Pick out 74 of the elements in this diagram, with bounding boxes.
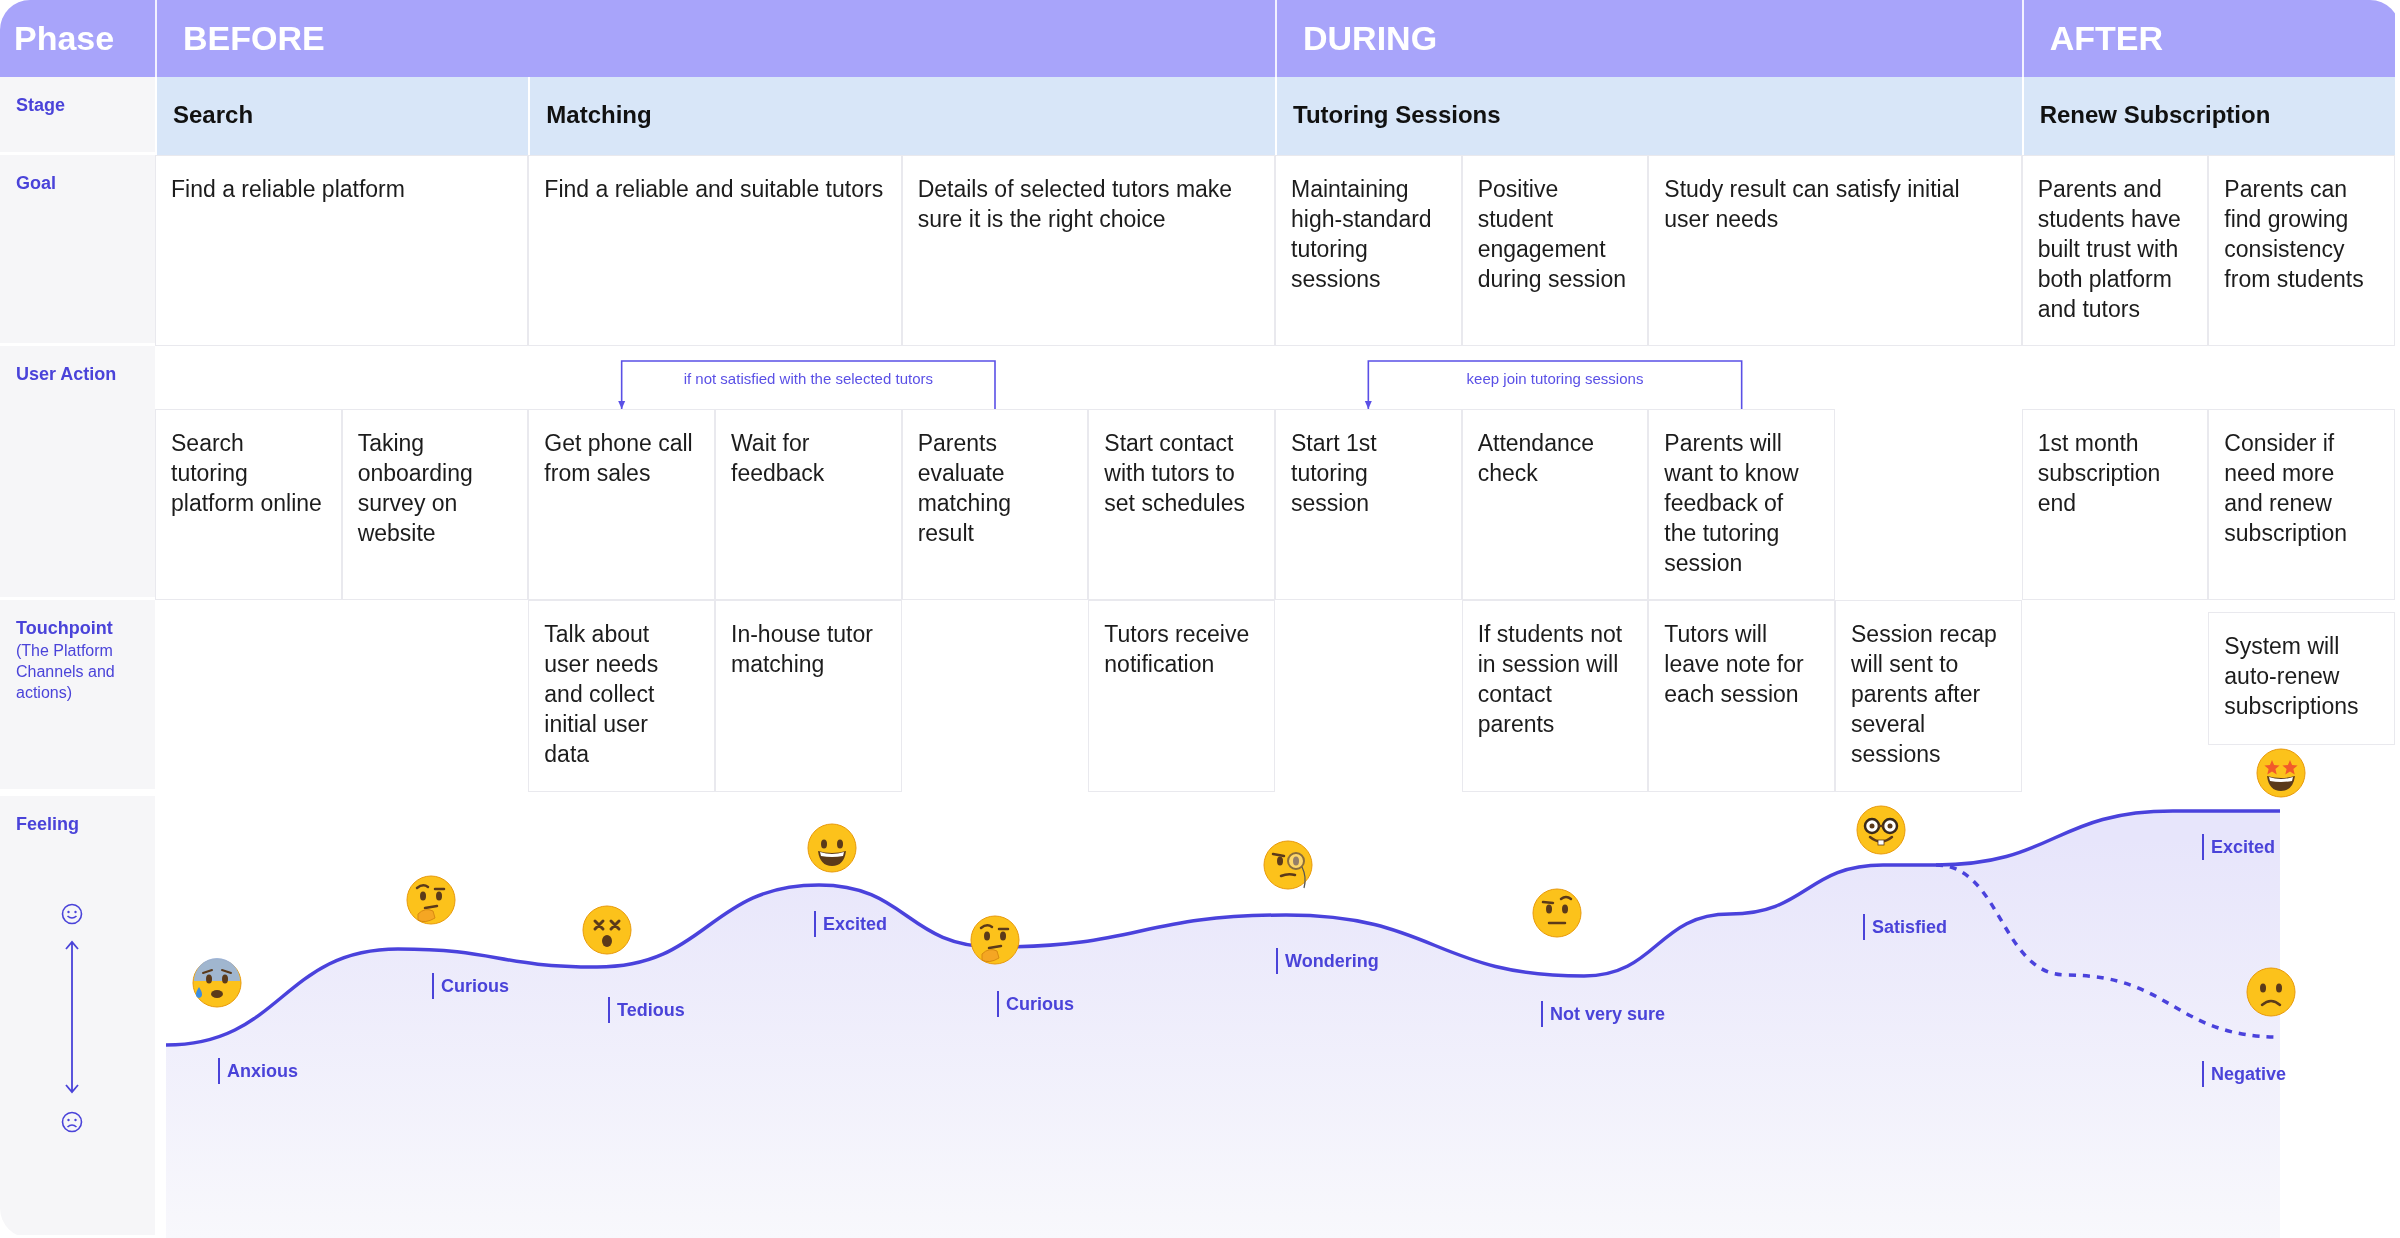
row-header-panel: [0, 796, 155, 1235]
feeling-label: Not very sure: [1541, 1001, 1666, 1027]
touchpoint-text: Talk about user needs and collect initial user data: [544, 620, 660, 769]
action-panel: [901, 409, 1089, 600]
feeling-label: Negative: [2202, 1061, 2287, 1087]
feeling-label: Wondering: [1276, 948, 1379, 974]
row-label: Goal: [16, 172, 56, 195]
goal-text: Positive student engagement during session: [1477, 175, 1627, 294]
phase-panel: [1275, 0, 2022, 77]
goal-text: Find a reliable and suitable tutors: [544, 175, 884, 204]
stage-panel: [2021, 77, 2395, 155]
row-label: User Action: [16, 363, 117, 386]
stage-title: Tutoring Sessions: [1293, 100, 1501, 130]
goal-text: Parents and students have built trust with both platform and tutors: [2037, 175, 2182, 324]
action-panel: [528, 409, 715, 600]
phase-title: DURING: [1303, 18, 1438, 58]
goal-panel: [901, 155, 1275, 346]
action-text: Start 1st tutoring session: [1291, 429, 1378, 518]
feeling-label: Curious: [997, 991, 1074, 1017]
feeling-label: Excited: [814, 911, 888, 937]
touchpoint-text: Tutors receive notification: [1104, 620, 1251, 679]
goal-panel: [155, 155, 529, 346]
bracket-arrow: [1364, 360, 1743, 410]
feeling-label: Excited: [2202, 834, 2276, 860]
action-text: Parents will want to know feedback of the tutoring session: [1664, 429, 1800, 578]
action-panel: [1648, 409, 1835, 600]
goal-panel: [528, 155, 902, 346]
goal-text: Maintaining high-standard tutoring sessions: [1291, 175, 1433, 294]
stage-panel: [155, 77, 529, 155]
row-label: Stage: [16, 94, 66, 117]
touchpoint-text: Session recap will sent to parents after several sessions: [1851, 620, 1998, 769]
action-text: Start contact with tutors to set schedules: [1104, 429, 1246, 518]
stage-panel: [528, 77, 1275, 155]
action-text: Attendance check: [1477, 429, 1596, 488]
touchpoint-text: If students not in session will contact parents: [1477, 620, 1624, 739]
row-header-panel: [0, 0, 155, 77]
action-text: Taking onboarding survey on website: [357, 429, 474, 548]
touchpoint-text: In-house tutor matching: [731, 620, 874, 679]
row-label: Feeling: [16, 813, 79, 836]
feeling-label: Tedious: [608, 997, 685, 1023]
goal-text: Parents can find growing consistency from students: [2224, 175, 2365, 294]
stage-title: Search: [173, 100, 254, 130]
action-text: Consider if need more and renew subscription: [2224, 429, 2349, 548]
goal-panel: [1648, 155, 2022, 346]
row-header-panel: [0, 77, 155, 152]
stage-title: Matching: [546, 100, 652, 130]
goal-panel: [2208, 155, 2395, 346]
goal-panel: [1461, 155, 1649, 346]
action-text: Get phone call from sales: [544, 429, 694, 488]
goal-text: Study result can satisfy initial user needs: [1664, 175, 1961, 234]
action-text: Wait for feedback: [731, 429, 826, 488]
feeling-label: Satisfied: [1863, 914, 1948, 940]
phase-title: BEFORE: [183, 18, 325, 58]
goal-panel: [2021, 155, 2209, 346]
phase-title: AFTER: [2049, 18, 2163, 58]
phase-panel: [2021, 0, 2395, 77]
goal-text: Details of selected tutors make sure it is the right choice: [917, 175, 1234, 234]
row-label: Phase: [14, 18, 115, 58]
phase-panel: [155, 0, 1275, 77]
action-panel: [1275, 409, 1462, 600]
feeling-label: Anxious: [218, 1058, 298, 1084]
feeling-label: Curious: [432, 973, 509, 999]
action-text: Parents evaluate matching result: [917, 429, 1012, 548]
bracket-arrow: [618, 360, 996, 410]
action-text: Search tutoring platform online: [171, 429, 323, 518]
action-text: 1st month subscription end: [2037, 429, 2162, 518]
goal-panel: [1275, 155, 1462, 346]
stage-title: Renew Subscription: [2039, 100, 2271, 130]
goal-text: Find a reliable platform: [171, 175, 405, 204]
stage-panel: [1275, 77, 2022, 155]
touchpoint-text: System will auto-renew subscriptions: [2224, 632, 2360, 721]
row-label: Touchpoint: [16, 617, 113, 640]
touchpoint-text: Tutors will leave note for each session: [1664, 620, 1805, 709]
row-description: (The Platform Channels and actions): [16, 641, 116, 703]
